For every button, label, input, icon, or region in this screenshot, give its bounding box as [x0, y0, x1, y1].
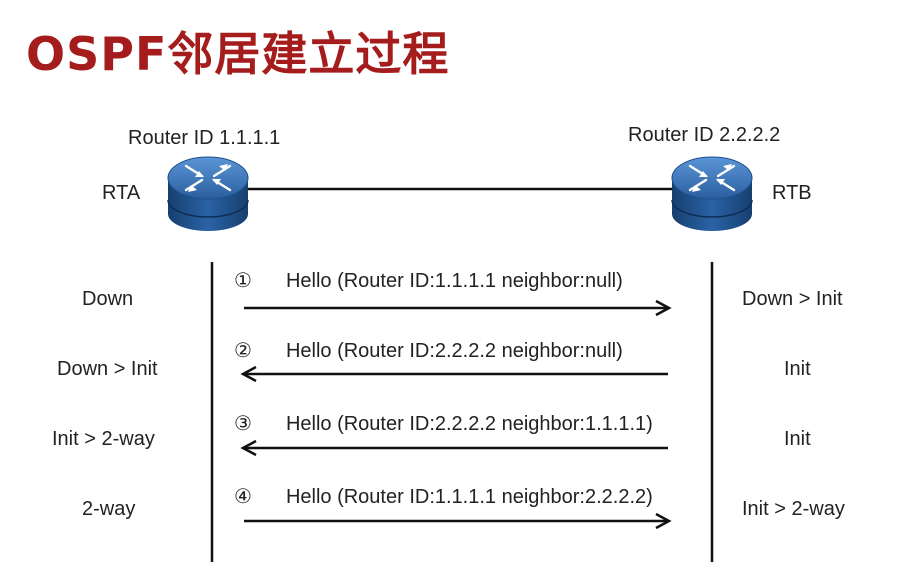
router-b-name: RTB: [772, 182, 812, 204]
rtb-state: Init > 2-way: [742, 498, 845, 520]
hello-message: ① Hello (Router ID:1.1.1.1 neighbor:null): [234, 268, 623, 293]
page-title: OSPF邻居建立过程: [26, 27, 450, 81]
rtb-state: Init: [784, 358, 811, 380]
rta-state: Down: [82, 288, 134, 310]
rtb-state: Down > Init: [742, 288, 843, 310]
step-number: ②: [234, 338, 252, 362]
arrow-head: [240, 365, 257, 383]
rtb-state: Init: [784, 428, 811, 450]
hello-message-text: Hello (Router ID:2.2.2.2 neighbor:null): [285, 340, 623, 362]
step-number: ③: [234, 411, 252, 435]
router-b-id-label: Router ID 2.2.2.2: [628, 124, 781, 146]
step-number: ④: [234, 484, 252, 508]
router-a-id-label: Router ID 1.1.1.1: [128, 127, 281, 149]
arrow-head: [240, 439, 257, 457]
rta-state: Init > 2-way: [52, 428, 155, 450]
hello-message: ③ Hello (Router ID:2.2.2.2 neighbor:1.1.1…: [234, 411, 653, 436]
hello-message-text: Hello (Router ID:1.1.1.1 neighbor:2.2.2.…: [285, 486, 653, 508]
router-icon: [167, 156, 249, 231]
step-number: ①: [234, 268, 252, 292]
hello-message: ④ Hello (Router ID:1.1.1.1 neighbor:2.2.2…: [234, 484, 653, 509]
router-a-name: RTA: [102, 182, 141, 204]
arrow-head: [655, 512, 672, 530]
arrow-head: [655, 299, 672, 317]
rta-state: 2-way: [82, 498, 136, 520]
hello-message: ② Hello (Router ID:2.2.2.2 neighbor:null): [234, 338, 623, 363]
router-icon: [671, 156, 753, 231]
rta-state: Down > Init: [57, 358, 158, 380]
hello-message-text: Hello (Router ID:1.1.1.1 neighbor:null): [285, 270, 623, 292]
message-arrows: [240, 299, 672, 530]
hello-message-text: Hello (Router ID:2.2.2.2 neighbor:1.1.1.…: [285, 413, 653, 435]
